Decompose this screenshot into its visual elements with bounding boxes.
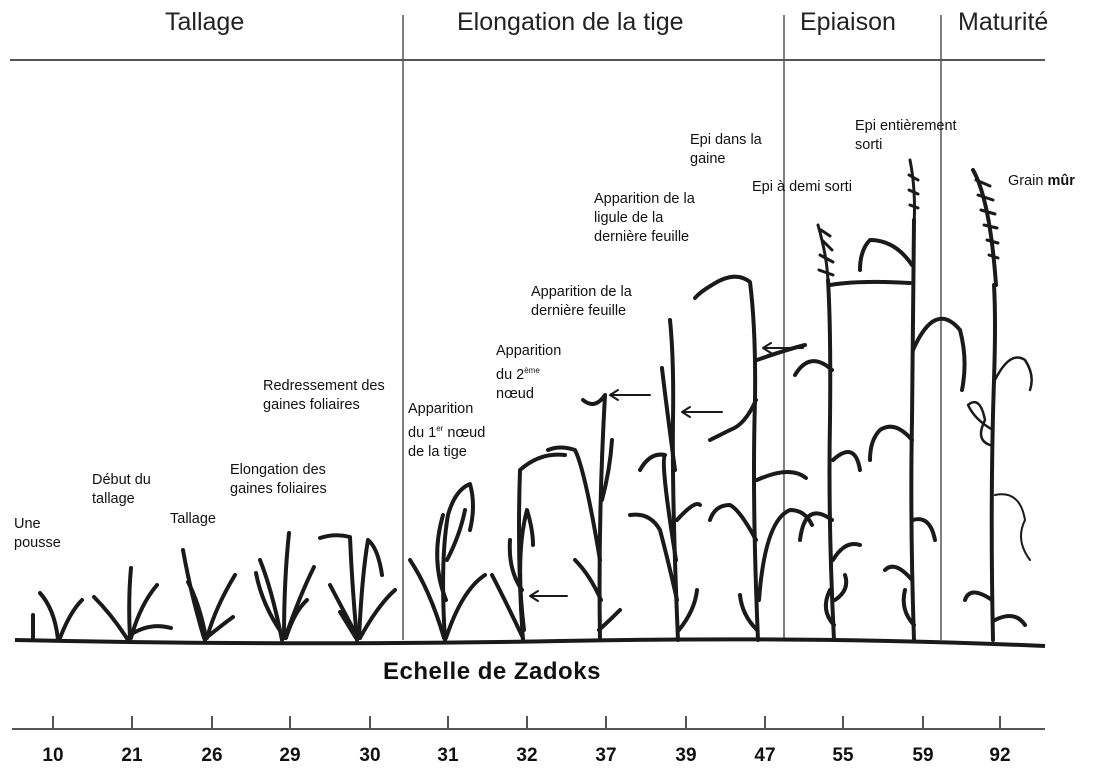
- plant-stage-31: [408, 482, 487, 642]
- phase-elongation: Elongation de la tige: [457, 8, 684, 36]
- tick-label-37: 37: [595, 745, 617, 766]
- plant-stage-55: [793, 223, 912, 642]
- tick-label-59: 59: [912, 745, 934, 766]
- plant-stage-21: [92, 566, 173, 642]
- stage-label-26: Tallage: [170, 511, 216, 527]
- tick-label-55: 55: [832, 745, 854, 766]
- phase-maturite: Maturité: [958, 8, 1049, 36]
- stage-label-21: Début du tallage: [92, 472, 151, 507]
- tick-label-32: 32: [516, 745, 538, 766]
- stage-label-10: Une pousse: [14, 516, 61, 551]
- stage-label-37: Apparition de la dernière feuille: [531, 284, 632, 319]
- stage-label-55: Epi à demi sorti: [752, 179, 852, 195]
- tick-label-29: 29: [279, 745, 301, 766]
- plant-stage-39: [628, 318, 702, 642]
- plant-stage-29: [254, 531, 316, 642]
- plant-stage-47: [693, 274, 814, 642]
- scale-ticks: [52, 716, 1001, 729]
- plant-stage-10: [31, 591, 84, 642]
- ground-line: [14, 637, 1046, 648]
- tick-label-92: 92: [989, 745, 1011, 766]
- plant-stage-26: [181, 548, 237, 642]
- tick-label-10: 10: [42, 745, 64, 766]
- plant-stage-37: [546, 393, 622, 642]
- stage-label-47: Epi dans la gaine: [690, 132, 762, 167]
- plant-stage-59: [858, 158, 967, 642]
- stage-label-92: Grain mûr: [1008, 173, 1075, 189]
- stage-label-31: Apparition du 1er nœud de la tige: [408, 401, 486, 460]
- plant-stage-32: [490, 452, 567, 642]
- stage-label-39: Apparition de la ligule de la dernière f…: [594, 191, 695, 245]
- stage-label-30: Redressement des gaines foliaires: [263, 378, 385, 413]
- scale-title: Echelle de Zadoks: [383, 658, 601, 685]
- tick-label-47: 47: [754, 745, 776, 766]
- tick-label-21: 21: [121, 745, 143, 766]
- plant-stage-92: [963, 168, 1033, 642]
- stage-label-32: Apparition du 2ème nœud: [496, 343, 562, 402]
- phase-tallage: Tallage: [165, 8, 245, 36]
- tick-label-30: 30: [359, 745, 381, 766]
- tick-label-31: 31: [437, 745, 459, 766]
- tick-label-39: 39: [675, 745, 697, 766]
- annotation-arrows: [529, 342, 804, 602]
- plant-stage-30: [318, 533, 397, 642]
- phase-epiaison: Epiaison: [800, 8, 896, 36]
- stage-label-29: Elongation des gaines foliaires: [230, 462, 327, 497]
- tick-label-26: 26: [201, 745, 223, 766]
- stage-label-59: Epi entièrement sorti: [855, 118, 957, 153]
